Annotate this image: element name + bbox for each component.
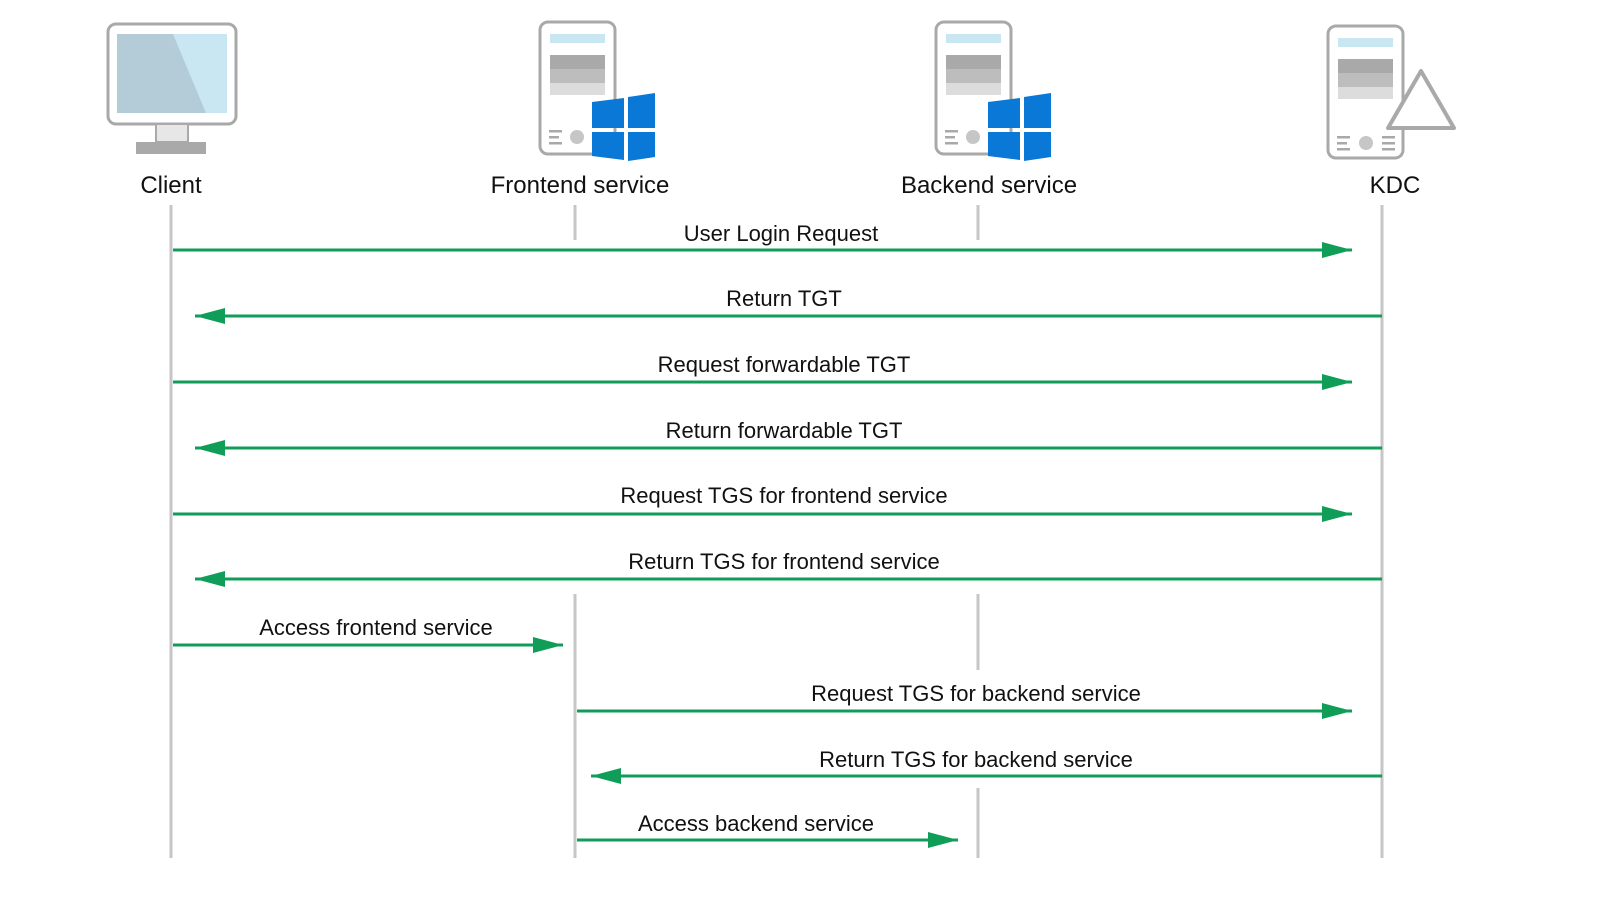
actor-label-frontend: Frontend service [491,172,670,199]
messages [173,242,1382,848]
windows-logo-icon [988,93,1051,161]
windows-server-icon [538,20,655,161]
triangle-server-icon [1326,24,1456,160]
message-label: Return TGS for frontend service [628,549,939,574]
message-label: Return TGS for backend service [819,747,1133,772]
message-label: Access backend service [638,811,874,836]
message-label: Access frontend service [259,615,493,640]
message-label: Request forwardable TGT [658,352,911,377]
actor-label-backend: Backend service [901,172,1077,199]
message-label: Request TGS for frontend service [620,483,947,508]
lifelines [169,205,1384,858]
windows-server-icon [934,20,1051,161]
actor-label-client: Client [140,172,202,199]
message-label: Request TGS for backend service [811,681,1141,706]
windows-logo-icon [592,93,655,161]
message-label: User Login Request [684,221,878,246]
monitor-icon [106,22,238,154]
message-label: Return TGT [726,286,842,311]
triangle-icon [1386,69,1456,130]
actor-label-kdc: KDC [1370,172,1421,199]
message-label: Return forwardable TGT [666,418,903,443]
